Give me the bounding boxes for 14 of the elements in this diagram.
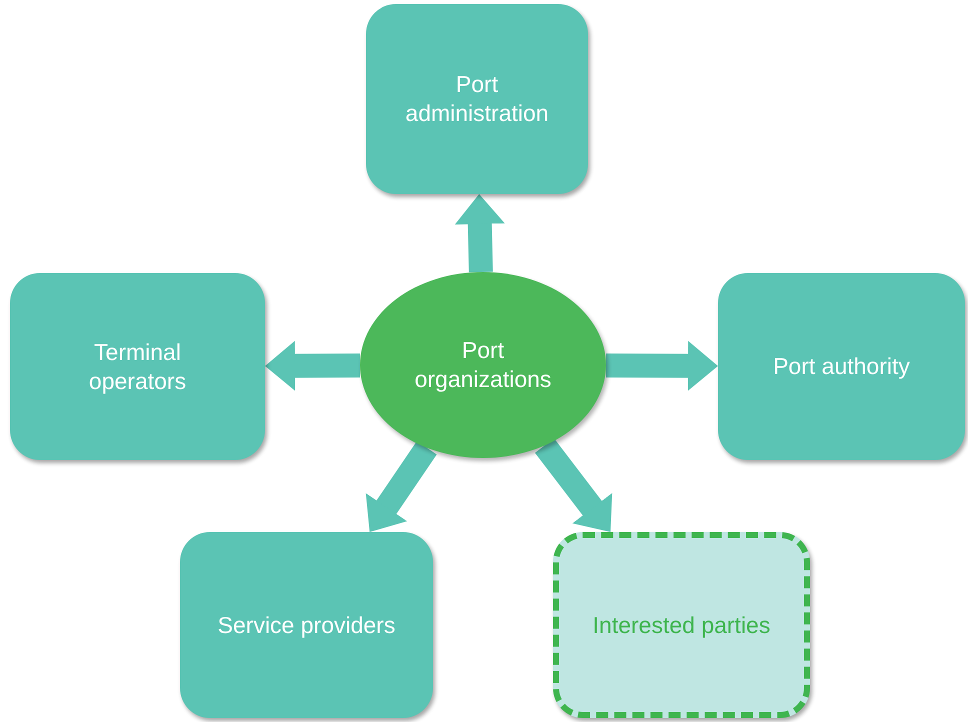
node-label: Port authority bbox=[773, 352, 910, 381]
block-arrow bbox=[606, 340, 718, 391]
node-label: Port administration bbox=[404, 70, 550, 128]
block-arrow bbox=[454, 194, 505, 272]
rounded-box bbox=[366, 4, 588, 194]
node-label: Interested parties bbox=[592, 610, 770, 640]
rounded-box bbox=[180, 532, 433, 718]
dashed-box bbox=[553, 532, 810, 718]
rounded-box bbox=[718, 273, 965, 460]
node-label: Port organizations bbox=[414, 336, 552, 394]
node-label: Service providers bbox=[218, 610, 396, 640]
block-arrow bbox=[264, 340, 360, 391]
rounded-box bbox=[10, 273, 265, 460]
node-label: Terminal operators bbox=[88, 338, 188, 396]
